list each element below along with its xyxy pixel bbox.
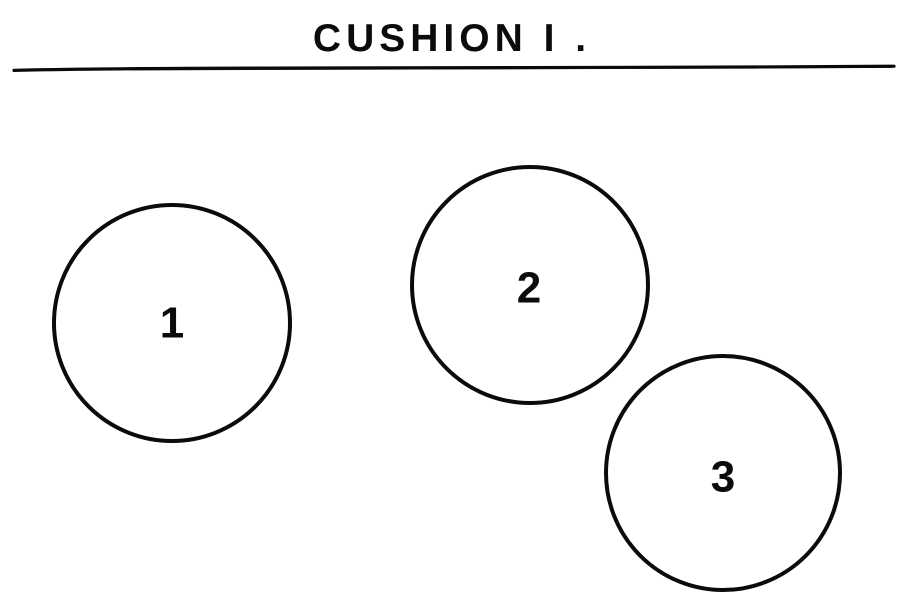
page-title: CUSHION I .: [312, 17, 592, 60]
circle-3-outline: [604, 354, 842, 592]
circle-1[interactable]: 1: [52, 203, 292, 443]
page-header: CUSHION I .: [0, 0, 904, 78]
circle-3[interactable]: 3: [604, 354, 842, 592]
horizontal-rule: [12, 60, 896, 74]
circle-2-label: 2: [517, 264, 541, 313]
diagram-canvas: 1 2 3: [0, 78, 904, 596]
circle-1-label: 1: [160, 299, 184, 348]
circle-1-outline: [52, 203, 292, 443]
circle-2[interactable]: 2: [410, 165, 650, 405]
horizontal-rule-stroke: [12, 64, 896, 72]
circle-2-outline: [410, 165, 650, 405]
circle-3-label: 3: [711, 453, 735, 502]
